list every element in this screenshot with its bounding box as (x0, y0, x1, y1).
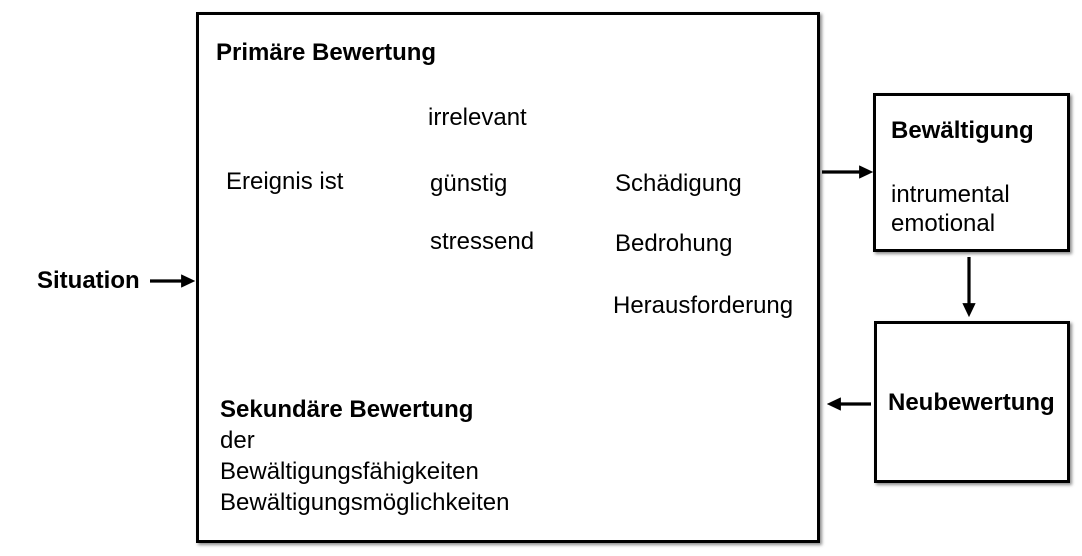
primary-appraisal-title: Primäre Bewertung (216, 39, 437, 66)
coping-box-title: Bewältigung (891, 117, 1034, 144)
coping-box (873, 93, 1070, 252)
stress-branch-herausforderung-label: Herausforderung (613, 292, 794, 319)
secondary-line-der: der (220, 427, 255, 454)
event-root-label: Ereignis ist (226, 168, 344, 195)
secondary-line-faehigkeiten: Bewältigungsfähigkeiten (220, 458, 479, 485)
branch-irrelevant-label: irrelevant (428, 104, 527, 131)
coping-line-emotional: emotional (891, 210, 996, 237)
stress-branch-schaedigung-label: Schädigung (615, 170, 742, 197)
coping-line-intrumental: intrumental (891, 181, 1010, 208)
secondary-appraisal-title: Sekundäre Bewertung (220, 396, 474, 423)
situation-label: Situation (37, 267, 140, 294)
primary-appraisal-box (196, 12, 820, 543)
reappraisal-box (874, 321, 1070, 483)
reappraisal-box-title: Neubewertung (888, 389, 1055, 416)
branch-guenstig-label: günstig (430, 170, 508, 197)
stress-branch-bedrohung-label: Bedrohung (615, 230, 733, 257)
secondary-line-moeglichkeiten: Bewältigungsmöglichkeiten (220, 489, 510, 516)
branch-stressend-label: stressend (430, 228, 535, 255)
